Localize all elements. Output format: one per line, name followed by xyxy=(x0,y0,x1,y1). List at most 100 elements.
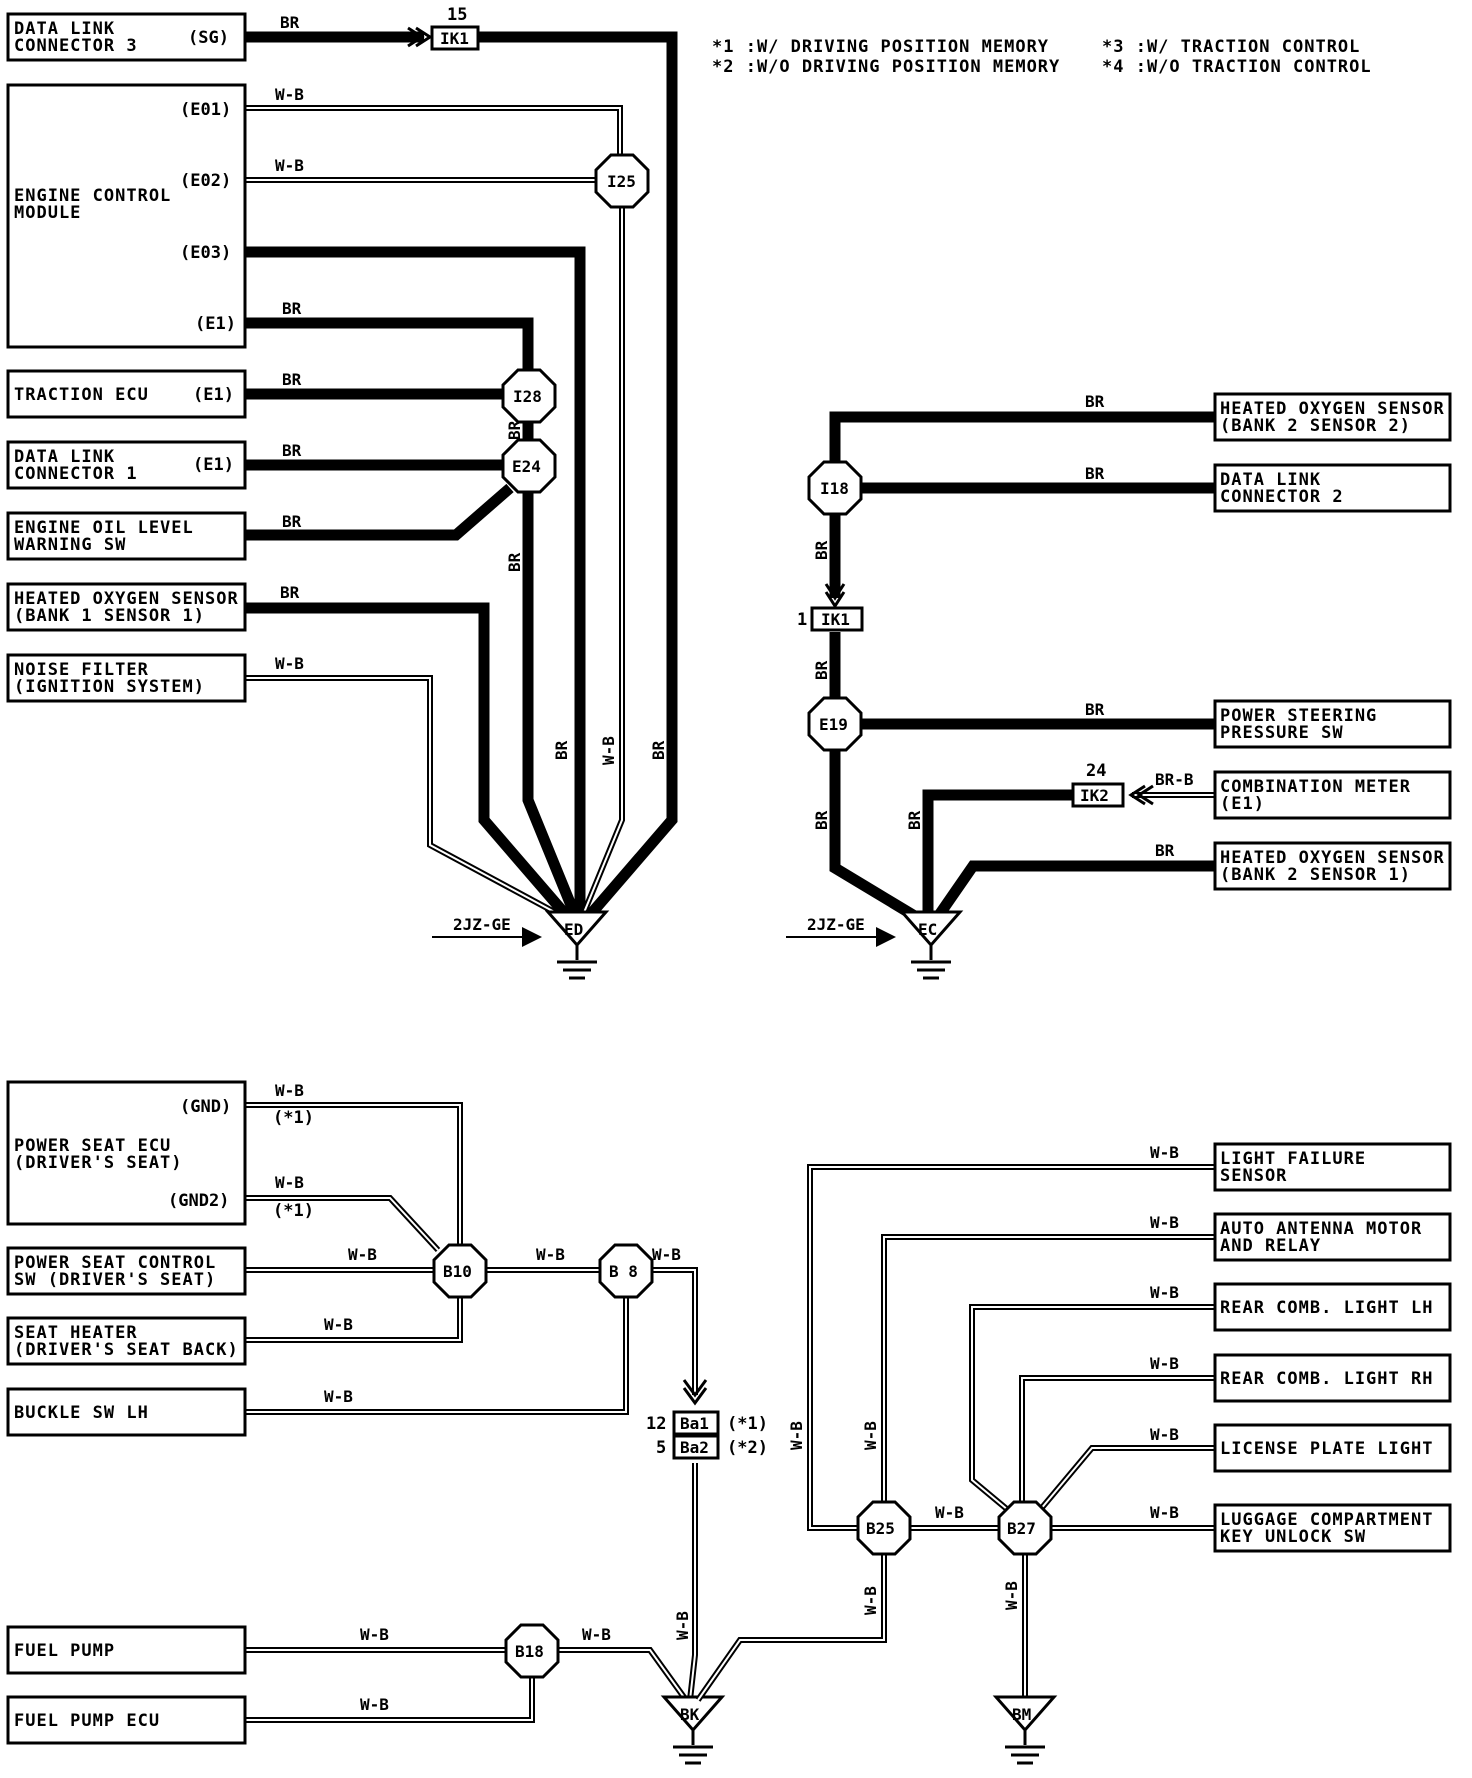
component-hos-b2s1-line1: HEATED OXYGEN SENSOR xyxy=(1220,848,1445,868)
component-fuel-pump-line1: FUEL PUMP xyxy=(14,1641,115,1661)
connector-ba2-label: Ba2 xyxy=(680,1438,709,1457)
wire-label: BR xyxy=(282,299,302,318)
wire-label: BR xyxy=(280,583,300,602)
wire-label: W-B xyxy=(673,1611,692,1640)
component-hos-b1s1-line2: (BANK 1 SENSOR 1) xyxy=(14,606,205,626)
wire-label: BR xyxy=(282,370,302,389)
wire-label: W-B xyxy=(275,85,304,104)
ground-ed: ED 2JZ-GE xyxy=(432,910,610,980)
component-dlc2: DATA LINK CONNECTOR 2 xyxy=(1213,463,1452,513)
wire-labels-bm: W-B W-B W-B W-B W-B W-B W-B W-B W-B W-B … xyxy=(787,1143,1179,1615)
wire-label: BR xyxy=(812,540,831,560)
splice-b25-label: B25 xyxy=(866,1519,895,1538)
component-power-seat-sw: POWER SEAT CONTROL SW (DRIVER'S SEAT) xyxy=(6,1246,247,1296)
wire-label: BR xyxy=(280,13,300,32)
component-fuel-pump-ecu: FUEL PUMP ECU xyxy=(6,1695,247,1745)
connector-ik1-right: IK1 1 xyxy=(797,583,864,632)
splice-b10: B10 xyxy=(432,1243,488,1299)
component-ecm-line2: MODULE xyxy=(14,203,81,223)
ground-ed-engine-ref: 2JZ-GE xyxy=(453,915,511,934)
component-ecm-line1: ENGINE CONTROL xyxy=(14,186,171,206)
component-seat-heater: SEAT HEATER (DRIVER'S SEAT BACK) xyxy=(6,1316,247,1366)
wire-labels-bk: W-B (*1) W-B (*1) W-B W-B W-B W-B W-B W-… xyxy=(273,1081,692,1714)
wires-ed-section xyxy=(245,31,678,919)
component-hos-b1s1-line1: HEATED OXYGEN SENSOR xyxy=(14,589,239,609)
wire-label: BR xyxy=(812,810,831,830)
wire-label: BR xyxy=(1085,464,1105,483)
connector-ba2-note: (*2) xyxy=(727,1438,768,1458)
component-ecm-pin-e03: (E03) xyxy=(180,243,231,263)
wire-label: BR xyxy=(1085,392,1105,411)
connector-ik1-pin: 15 xyxy=(447,5,467,25)
component-traction-ecu-pin: (E1) xyxy=(193,385,234,405)
component-license-plate-light-line1: LICENSE PLATE LIGHT xyxy=(1220,1439,1433,1459)
component-auto-antenna-line1: AUTO ANTENNA MOTOR xyxy=(1220,1219,1422,1239)
connector-ik2-label: IK2 xyxy=(1080,786,1109,805)
component-auto-antenna: AUTO ANTENNA MOTOR AND RELAY xyxy=(1213,1212,1452,1262)
connector-ik1-label: IK1 xyxy=(440,29,469,48)
wire-label: BR xyxy=(282,512,302,531)
component-dlc1-line2: CONNECTOR 1 xyxy=(14,464,138,484)
component-ps-pressure-sw-line1: POWER STEERING xyxy=(1220,706,1377,726)
note-star1: (*1) xyxy=(273,1108,314,1128)
splice-b8-label: B 8 xyxy=(609,1262,638,1281)
wire-label: W-B xyxy=(1150,1354,1179,1373)
component-power-seat-sw-line2: SW (DRIVER'S SEAT) xyxy=(14,1270,216,1290)
component-hos-b2s1-line2: (BANK 2 SENSOR 1) xyxy=(1220,865,1411,885)
wire-label: BR xyxy=(1155,841,1175,860)
connector-ik1-right-label: IK1 xyxy=(821,610,850,629)
wire-label: W-B xyxy=(861,1586,880,1615)
component-luggage-key-sw-line1: LUGGAGE COMPARTMENT xyxy=(1220,1510,1433,1530)
wire-label: W-B xyxy=(652,1245,681,1264)
component-dlc2-line1: DATA LINK xyxy=(1220,470,1321,490)
component-noise-filter-line1: NOISE FILTER xyxy=(14,660,149,680)
component-power-seat-ecu-line2: (DRIVER'S SEAT) xyxy=(14,1153,183,1173)
wire-label: W-B xyxy=(275,1173,304,1192)
splice-b27-label: B27 xyxy=(1007,1519,1036,1538)
component-ecm-pin-e1: (E1) xyxy=(195,314,236,334)
component-auto-antenna-line2: AND RELAY xyxy=(1220,1236,1321,1256)
wire-label: W-B xyxy=(1150,1213,1179,1232)
ground-ec-engine-ref: 2JZ-GE xyxy=(807,915,865,934)
component-dlc1-pin: (E1) xyxy=(193,455,234,475)
splice-b10-label: B10 xyxy=(443,1262,472,1281)
component-rear-comb-light-lh-line1: REAR COMB. LIGHT LH xyxy=(1220,1298,1433,1318)
splice-b18-label: B18 xyxy=(515,1642,544,1661)
component-rear-comb-light-lh: REAR COMB. LIGHT LH xyxy=(1213,1282,1452,1332)
splice-i25: I25 xyxy=(594,153,650,209)
splice-e19-label: E19 xyxy=(819,715,848,734)
wire-label: W-B xyxy=(275,654,304,673)
component-dlc3: DATA LINK CONNECTOR 3 (SG) xyxy=(6,12,247,62)
wire-label: BR xyxy=(649,740,668,760)
ground-ec-label: EC xyxy=(918,920,937,939)
connector-ba2-pin: 5 xyxy=(656,1438,666,1458)
component-light-failure-sensor: LIGHT FAILURE SENSOR xyxy=(1213,1142,1452,1192)
ground-bm-label: BM xyxy=(1012,1705,1031,1724)
splice-i18: I18 xyxy=(807,460,863,516)
component-dlc3-pin: (SG) xyxy=(188,28,229,48)
component-power-seat-ecu: POWER SEAT ECU (DRIVER'S SEAT) (GND) (GN… xyxy=(6,1080,247,1226)
component-dlc3-line2: CONNECTOR 3 xyxy=(14,36,138,56)
wire-label: W-B xyxy=(787,1421,806,1450)
component-luggage-key-sw: LUGGAGE COMPARTMENT KEY UNLOCK SW xyxy=(1213,1503,1452,1553)
splice-e24-label: E24 xyxy=(512,457,541,476)
splice-i28: I28 xyxy=(501,368,557,424)
wire-label: W-B xyxy=(1150,1425,1179,1444)
ground-ed-label: ED xyxy=(564,920,583,939)
splice-b8: B 8 xyxy=(598,1243,654,1299)
wire-label: W-B xyxy=(1150,1143,1179,1162)
component-fuel-pump-ecu-line1: FUEL PUMP ECU xyxy=(14,1711,160,1731)
component-oil-level-sw-line2: WARNING SW xyxy=(14,535,126,555)
wires-bk-section xyxy=(245,1102,698,1723)
component-power-seat-ecu-pin-gnd2: (GND2) xyxy=(168,1191,229,1211)
connector-ba1-label: Ba1 xyxy=(680,1414,709,1433)
component-ecm-pin-e02: (E02) xyxy=(180,171,231,191)
note-star1: (*1) xyxy=(273,1201,314,1221)
splice-e24: E24 xyxy=(501,438,557,494)
wire-label: BR xyxy=(282,441,302,460)
component-luggage-key-sw-line2: KEY UNLOCK SW xyxy=(1220,1527,1366,1547)
wire-label: W-B xyxy=(1150,1283,1179,1302)
component-dlc1: DATA LINK CONNECTOR 1 (E1) xyxy=(6,440,247,490)
ground-ec: EC 2JZ-GE xyxy=(786,910,964,980)
component-light-failure-sensor-line1: LIGHT FAILURE xyxy=(1220,1149,1366,1169)
